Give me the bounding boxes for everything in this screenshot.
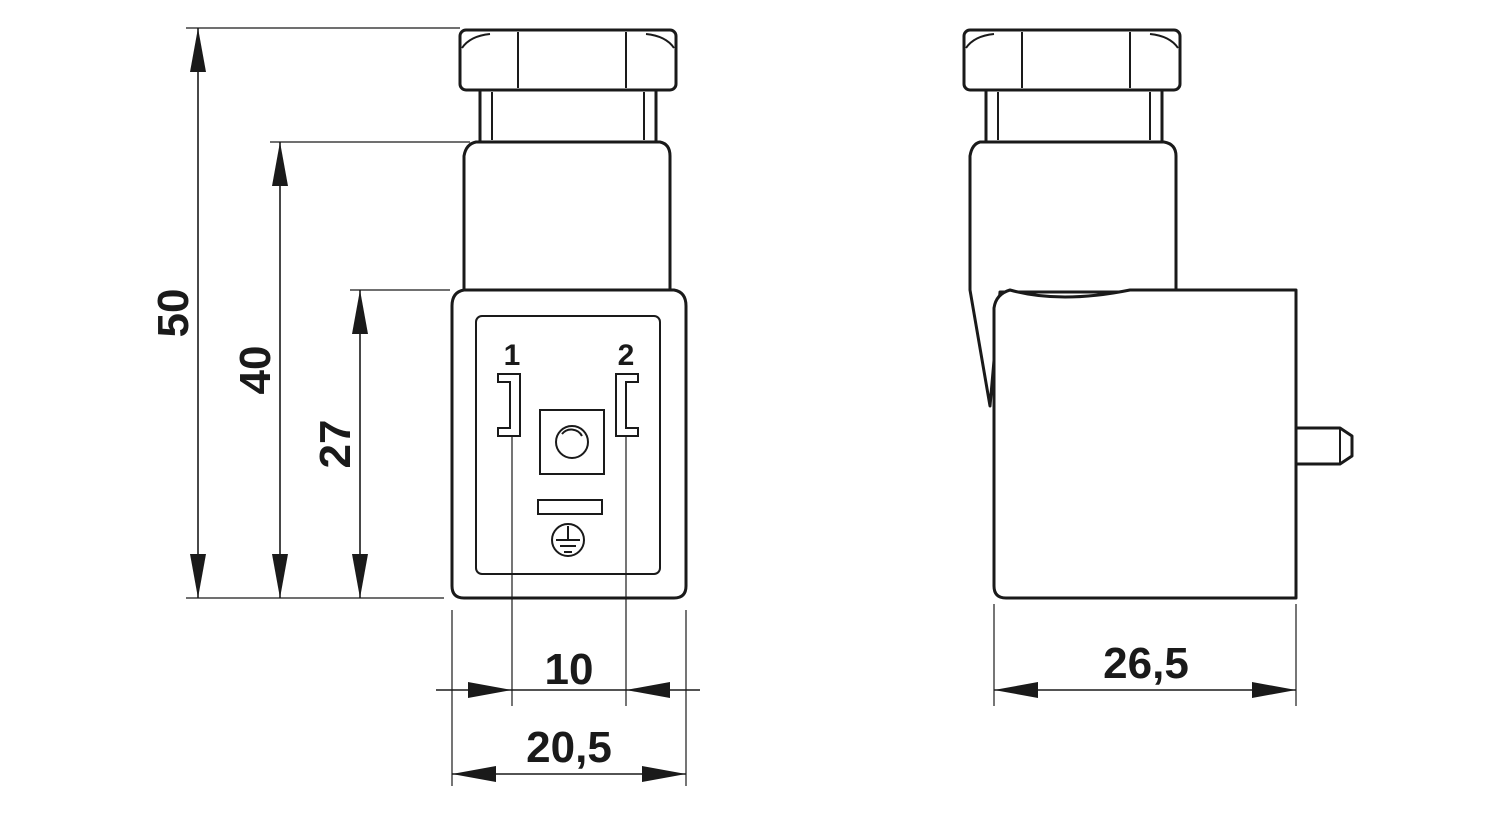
front-neck	[478, 88, 658, 144]
ground-bar	[537, 499, 603, 515]
pin-1-label: 1	[504, 339, 521, 372]
dim-50-label: 50	[149, 289, 198, 338]
center-contact-icon	[539, 409, 605, 475]
side-dimensions: 26,5	[993, 604, 1297, 706]
dim-10	[436, 682, 700, 698]
dim-20-5	[452, 766, 686, 782]
front-nut	[458, 28, 678, 92]
dim-26-5-label: 26,5	[1103, 639, 1189, 688]
side-housing	[992, 288, 1298, 600]
dim-26-5	[994, 682, 1296, 698]
side-pin-stub	[1294, 426, 1354, 466]
front-housing	[450, 288, 688, 600]
pin-2-label: 2	[618, 339, 635, 372]
dim-40	[272, 142, 288, 598]
front-view: 1 2	[450, 28, 688, 600]
front-dimensions: 50 40 27 10	[149, 27, 700, 786]
dim-40-label: 40	[231, 346, 280, 395]
front-upper-body	[462, 140, 672, 294]
side-nut	[962, 28, 1182, 92]
side-view	[962, 28, 1354, 600]
dim-10-label: 10	[545, 645, 594, 694]
dim-20-5-label: 20,5	[526, 723, 612, 772]
dim-27	[352, 290, 368, 598]
side-upper-body	[968, 140, 1178, 408]
pin-1-contact	[497, 373, 521, 437]
pin-2-contact	[615, 373, 639, 437]
dim-50	[190, 28, 206, 598]
side-neck	[984, 88, 1164, 144]
dim-27-label: 27	[311, 420, 360, 469]
ground-symbol-icon	[551, 523, 585, 557]
